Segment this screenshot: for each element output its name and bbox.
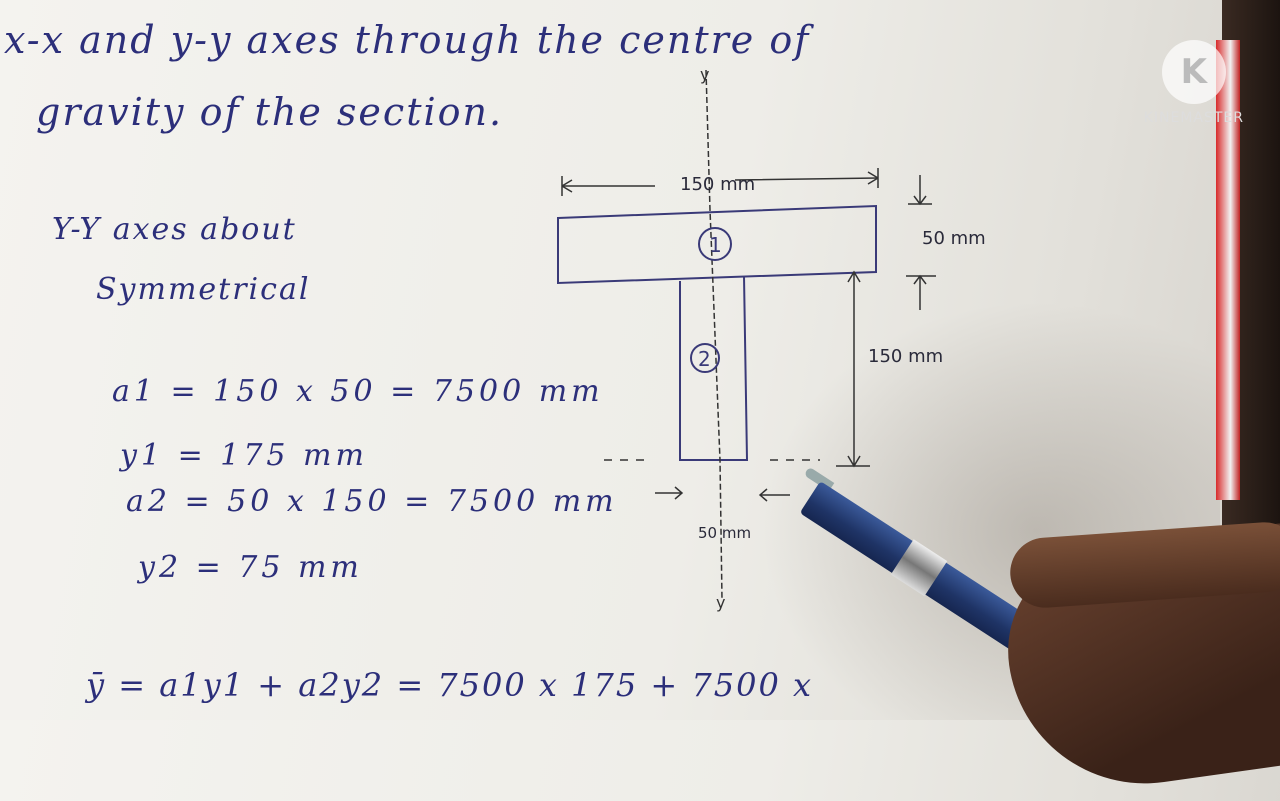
- t-section-diagram: 1 2 y y: [557, 65, 936, 612]
- equation-a2: a2 = 50 x 150 = 7500 mm: [126, 484, 618, 519]
- width-dimension-label: 150 mm: [680, 174, 756, 195]
- axis-y-top-label: y: [700, 65, 709, 84]
- watermark-text: KINEMASTER: [1143, 110, 1244, 126]
- watermark: K KINEMASTER: [1144, 40, 1244, 126]
- web-rect: [679, 275, 749, 461]
- part-2-label: 2: [698, 347, 711, 371]
- book-spine: [1216, 40, 1240, 500]
- flange-depth-label: 50 mm: [922, 228, 986, 249]
- part-2-circle: [690, 343, 720, 373]
- equation-ybar: ȳ = a1y1 + a2y2 = 7500 x 175 + 7500 x: [86, 666, 814, 704]
- flange-rect: [557, 204, 877, 285]
- web-height-label: 150 mm: [868, 346, 944, 367]
- note-line-2: gravity of the section.: [36, 90, 504, 134]
- equation-a1: a1 = 150 x 50 = 7500 mm: [112, 374, 604, 409]
- equation-y2: y2 = 75 mm: [138, 550, 363, 585]
- kinemaster-logo-icon: K: [1161, 40, 1226, 104]
- part-1-label: 1: [709, 233, 722, 257]
- part-1-circle: [698, 227, 732, 261]
- note-line-1: x-x and y-y axes through the centre of: [4, 18, 811, 62]
- note-yy-1: Y-Y axes about: [52, 212, 297, 247]
- equation-y1: y1 = 175 mm: [120, 438, 368, 473]
- web-width-label: 50 mm: [698, 524, 752, 542]
- y-axis-line: [705, 69, 723, 601]
- note-yy-2: Symmetrical: [96, 272, 311, 307]
- axis-y-bottom-label: y: [716, 593, 725, 612]
